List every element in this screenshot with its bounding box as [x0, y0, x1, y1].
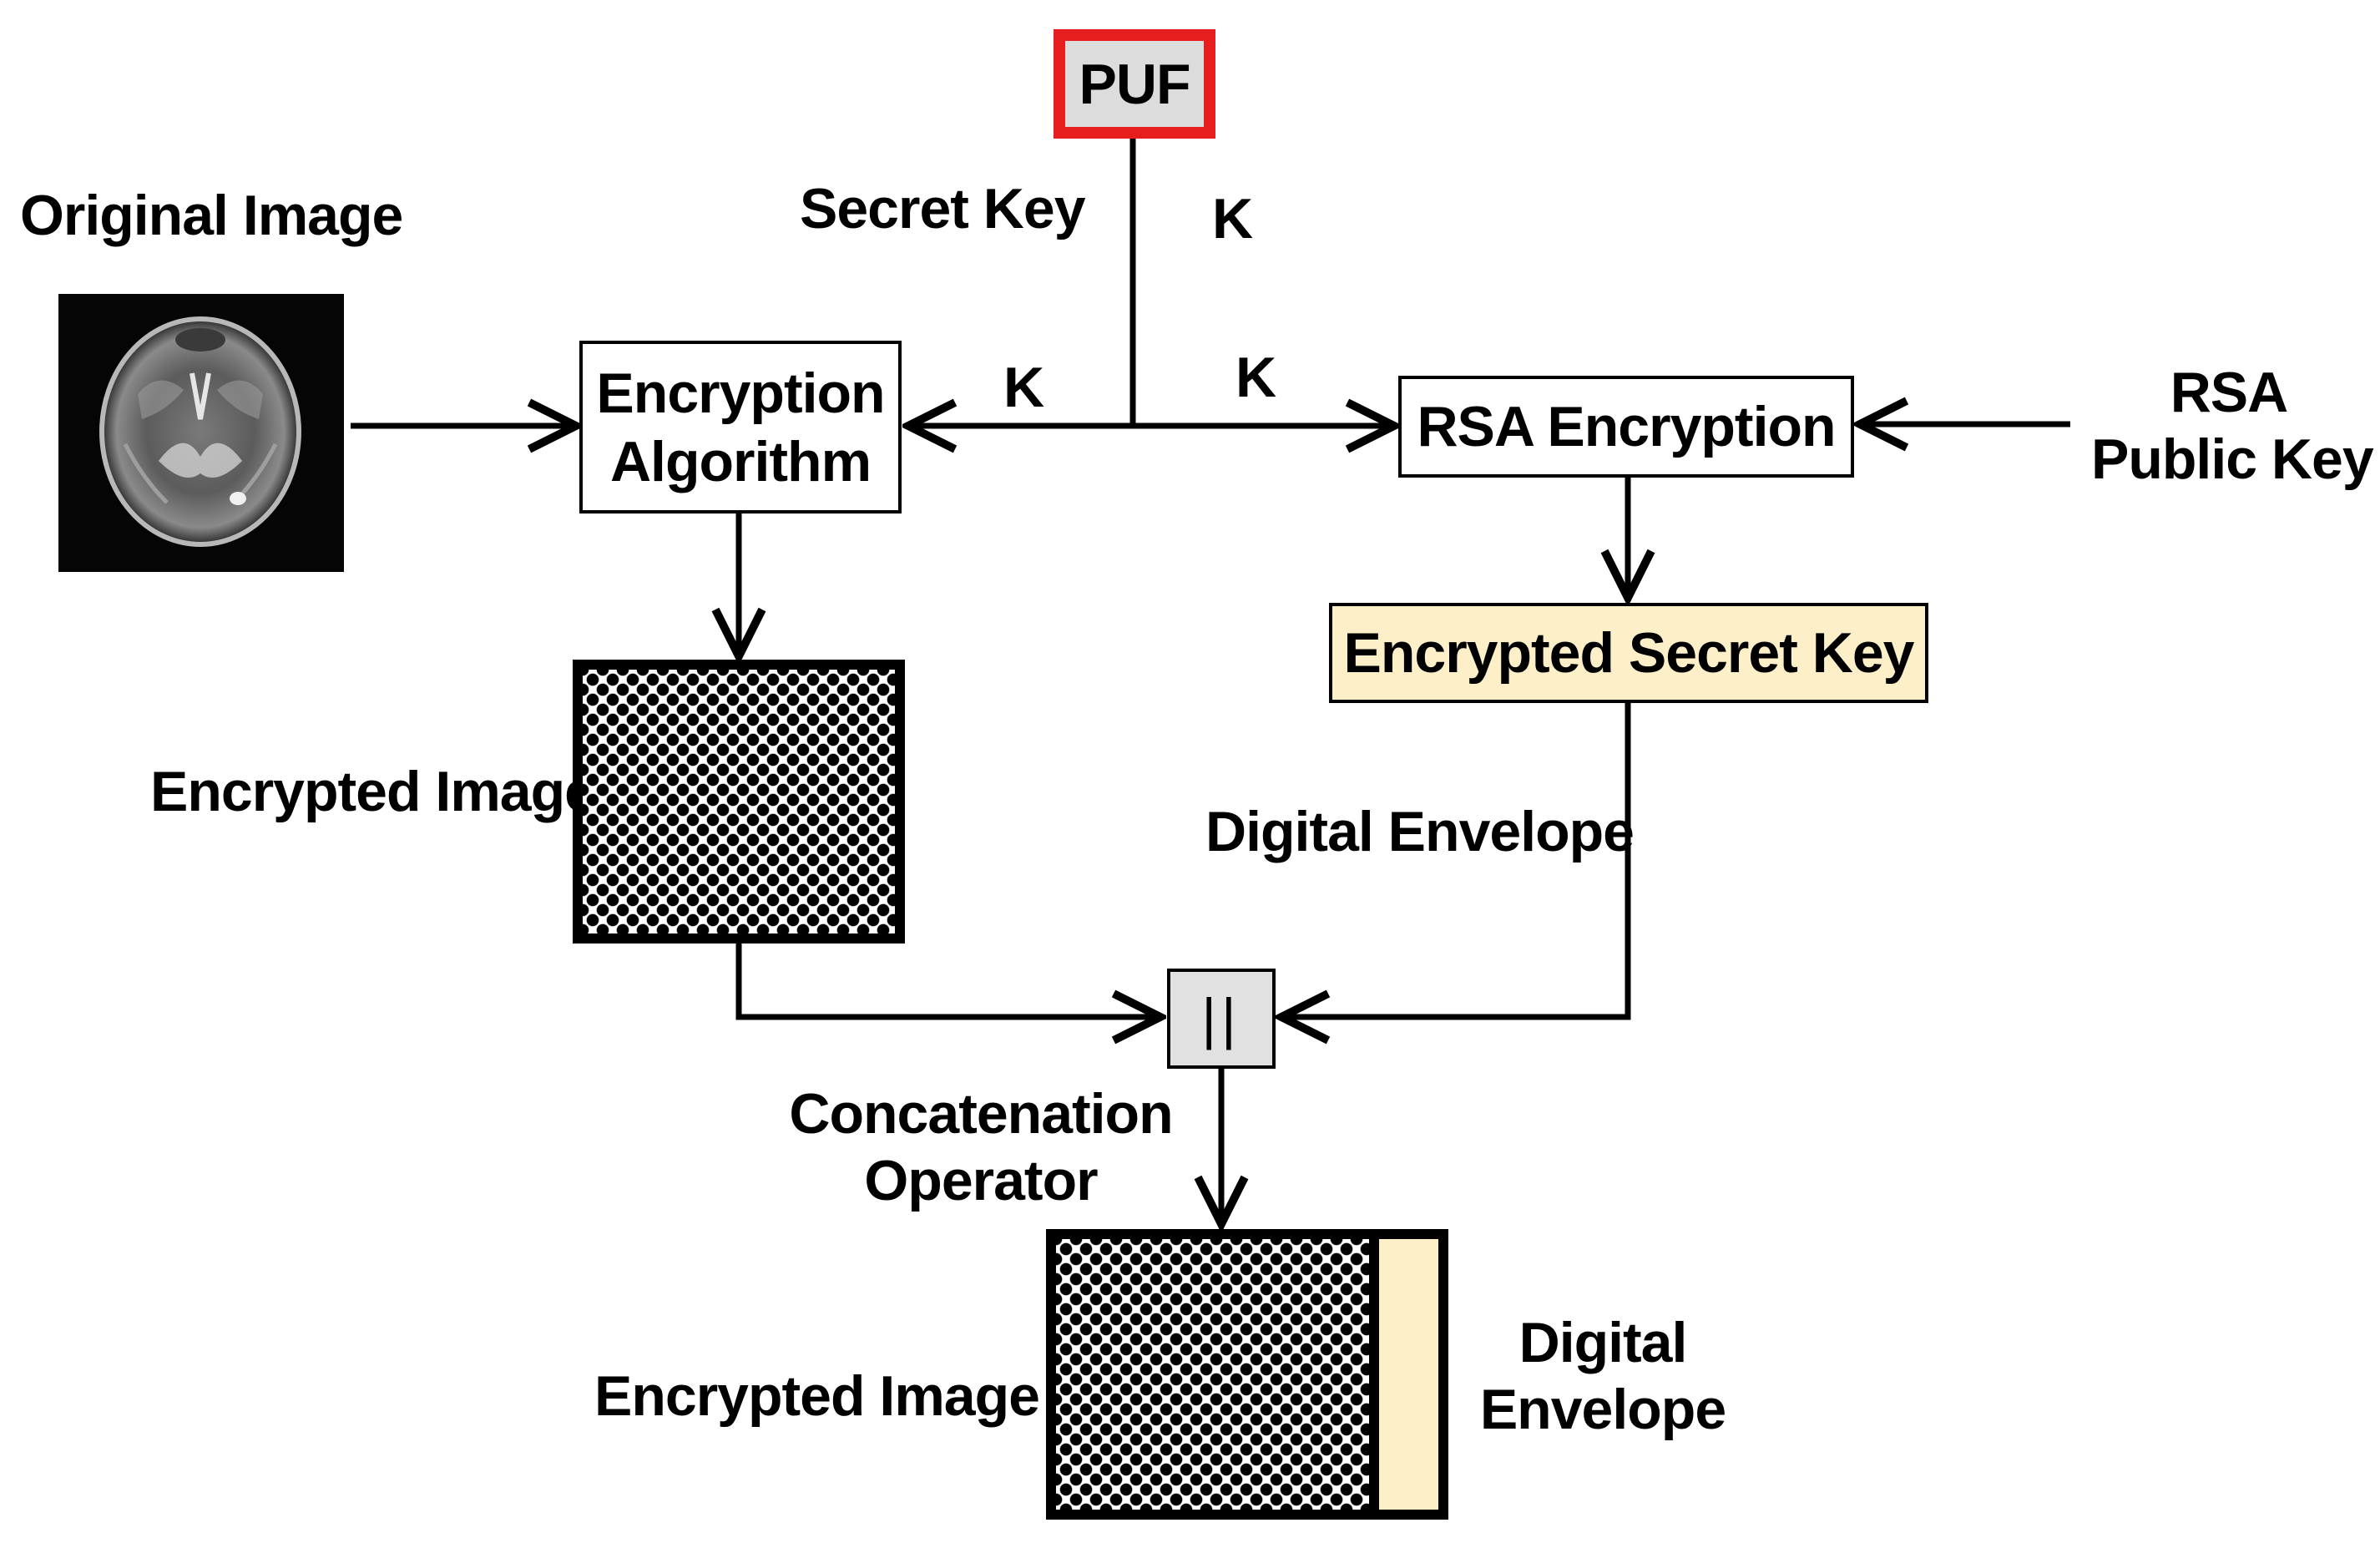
- digital-envelope-bottom-line2: Envelope: [1479, 1378, 1726, 1441]
- encrypted-image-mid: [573, 660, 905, 944]
- arrow-encrypted-image-to-concat: [735, 940, 1160, 1017]
- rsa-public-key-line2: Public Key: [2091, 427, 2374, 491]
- original-image: [58, 294, 344, 572]
- mri-brain-picture: [99, 316, 301, 547]
- k-label-top: K: [1212, 187, 1253, 250]
- digital-envelope-label-bottom: Digital Envelope: [1478, 1309, 1728, 1443]
- concatenation-operator-label: Concatenation Operator: [785, 1080, 1177, 1214]
- k-label-right: K: [1235, 346, 1276, 409]
- encrypted-image-label-bottom: Encrypted Image: [594, 1364, 1040, 1428]
- digital-envelope-bottom-line1: Digital: [1518, 1311, 1688, 1374]
- rsa-encryption-box: RSA Encryption: [1398, 376, 1854, 478]
- encrypted-secret-key-box: Encrypted Secret Key: [1329, 603, 1928, 703]
- puf-label: PUF: [1079, 52, 1191, 116]
- secret-key-label: Secret Key: [800, 177, 1086, 240]
- encryption-algorithm-box: Encryption Algorithm: [579, 341, 902, 513]
- rsa-encryption-label: RSA Encryption: [1417, 395, 1836, 458]
- arrow-envelope-to-concat: [1281, 701, 1631, 1017]
- digital-envelope-label-mid: Digital Envelope: [1205, 800, 1635, 863]
- concatenation-operator-box: ||: [1167, 969, 1276, 1069]
- rsa-public-key-line1: RSA: [2170, 361, 2289, 424]
- digital-envelope-strip: [1369, 1229, 1448, 1520]
- puf-box: PUF: [1054, 29, 1215, 139]
- original-image-label: Original Image: [20, 184, 403, 247]
- encryption-line2: Algorithm: [609, 429, 872, 493]
- encrypted-image-label-mid: Encrypted Image: [150, 760, 596, 823]
- concatenation-line2: Operator: [864, 1149, 1098, 1212]
- encrypted-secret-key-label: Encrypted Secret Key: [1343, 621, 1915, 685]
- rsa-public-key-label: RSA Public Key: [2091, 359, 2374, 493]
- encryption-line1: Encryption: [596, 361, 885, 425]
- concatenation-symbol: ||: [1201, 987, 1241, 1050]
- k-label-left: K: [1003, 356, 1044, 419]
- encrypted-image-bottom: [1046, 1229, 1387, 1520]
- concatenation-line1: Concatenation: [789, 1082, 1173, 1146]
